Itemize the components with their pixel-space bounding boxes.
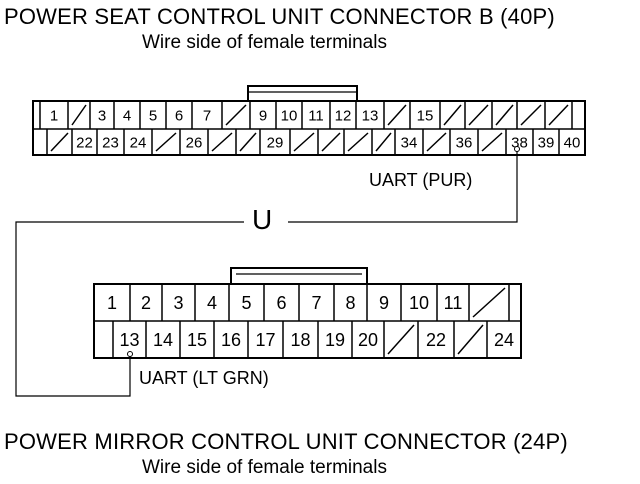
- connector-b-row2-terminal-24: 24: [130, 134, 147, 151]
- connector-mirror-row1-terminal-9: 9: [379, 293, 389, 313]
- connector-b-row1-terminal-9: 9: [259, 107, 267, 124]
- connector-b-row2-empty-cavity: [426, 132, 447, 152]
- connector-b-row1-terminal-6: 6: [175, 107, 183, 124]
- connector-b-row1-empty-cavity: [225, 104, 247, 126]
- connector-b-row1-terminal-7: 7: [203, 107, 211, 124]
- connector-b-row1-terminal-1: 1: [50, 107, 58, 124]
- connector-mirror-row2-terminal-19: 19: [325, 330, 345, 350]
- connector-b-row2-empty-cavity: [375, 132, 392, 152]
- connector-b-row1-terminal-5: 5: [149, 107, 157, 124]
- connector-b-row2-terminal-39: 39: [538, 134, 555, 151]
- connector-mirror-row1-terminal-11: 11: [444, 293, 463, 313]
- connector-b-row2-empty-cavity: [321, 132, 341, 152]
- connector-b-row1-empty-cavity: [520, 104, 542, 126]
- connector-b-row1-empty-cavity: [443, 104, 462, 126]
- connector-mirror-row2-terminal-16: 16: [221, 330, 241, 350]
- connector-b-row1-empty-cavity: [71, 104, 87, 126]
- wire-lt-grn: [15, 221, 244, 397]
- connector-mirror: 1 2 3 4 5 6 7 8 9 10 11 13 14 15 16 17 18 19 20 22 24: [93, 267, 522, 359]
- connector-b-row1-terminal-11: 11: [308, 107, 324, 124]
- wire-label-lt-grn: UART (LT GRN): [139, 368, 269, 388]
- connector-mirror-row2-terminal-17: 17: [255, 330, 275, 350]
- wires: [15, 146, 520, 397]
- connector-mirror-row2-terminal-20: 20: [358, 330, 378, 350]
- wire-pur: [288, 149, 518, 223]
- connector-b-row2-terminal-29: 29: [267, 134, 284, 151]
- connector-b-title: POWER SEAT CONTROL UNIT CONNECTOR B (40P…: [4, 4, 555, 29]
- junction-symbol: U: [252, 204, 273, 235]
- connector-mirror-row2-empty-cavity: [457, 324, 484, 355]
- connector-mirror-row1-terminal-8: 8: [345, 293, 355, 313]
- connector-b-row2-empty-cavity: [293, 132, 315, 152]
- connector-b-row1-terminal-15: 15: [417, 107, 434, 124]
- connector-mirror-row2-terminal-18: 18: [290, 330, 310, 350]
- connector-b-row1-terminal-10: 10: [281, 107, 298, 124]
- connector-mirror-row1-terminal-10: 10: [409, 293, 429, 313]
- connector-b-body: [32, 100, 586, 156]
- connector-b-row2-terminal-34: 34: [401, 134, 418, 151]
- connector-mirror-row2-terminal-15: 15: [187, 330, 207, 350]
- connector-mirror-row2-empty-cavity: [387, 324, 415, 355]
- wire-terminal-point-38: [514, 146, 520, 152]
- connector-mirror-row2-terminal-22: 22: [426, 330, 446, 350]
- connector-b-row2-terminal-40: 40: [564, 134, 581, 151]
- connector-b-row1-terminal-12: 12: [335, 107, 352, 124]
- connector-b-row1-empty-cavity: [387, 104, 407, 126]
- connector-mirror-row2-terminal-24: 24: [494, 330, 514, 350]
- connector-b-row1-terminal-4: 4: [123, 107, 131, 124]
- connector-b-row1-terminal-3: 3: [98, 107, 106, 124]
- connector-mirror-row1-empty-cavity: [472, 287, 506, 318]
- connector-mirror-subtitle: Wire side of female terminals: [142, 457, 387, 478]
- connector-mirror-row2-terminal-13: 13: [119, 330, 139, 350]
- connector-mirror-latch: [230, 267, 368, 284]
- wire-label-pur: UART (PUR): [369, 170, 473, 190]
- connector-mirror-row1-terminal-7: 7: [311, 293, 321, 313]
- connector-mirror-row2-terminal-14: 14: [153, 330, 173, 350]
- connector-b-latch: [247, 85, 358, 101]
- connector-mirror-row1-terminal-5: 5: [241, 293, 251, 313]
- connector-b-subtitle: Wire side of female terminals: [142, 32, 387, 53]
- connector-b-row2-terminal-23: 23: [102, 134, 119, 151]
- connector-mirror-row1-terminal-3: 3: [173, 293, 183, 313]
- connector-b-row2-terminal-22: 22: [76, 134, 93, 151]
- connector-b-row2-empty-cavity: [211, 132, 233, 152]
- connector-mirror-row1-terminal-1: 1: [107, 293, 117, 313]
- connector-b-row1-empty-cavity: [495, 104, 514, 126]
- connector-b-row2-empty-cavity: [481, 132, 503, 152]
- connector-b-row1-empty-cavity: [468, 104, 489, 126]
- connector-mirror-row1-terminal-4: 4: [207, 293, 217, 313]
- wire-terminal-point-13: [127, 351, 133, 357]
- connector-b-row2-terminal-26: 26: [186, 134, 203, 151]
- connector-mirror-row1-terminal-2: 2: [141, 293, 151, 313]
- connector-b-row2-empty-cavity: [155, 132, 177, 152]
- connector-b-row1-terminal-13: 13: [362, 107, 379, 124]
- connector-b-row2-terminal-36: 36: [456, 134, 473, 151]
- connector-b-row2-empty-cavity: [50, 132, 69, 152]
- connector-mirror-title: POWER MIRROR CONTROL UNIT CONNECTOR (24P…: [4, 429, 568, 454]
- connector-b-row1-empty-cavity: [548, 104, 569, 126]
- connector-b-row2-empty-cavity: [239, 132, 257, 152]
- connector-b-row2-empty-cavity: [347, 132, 369, 152]
- connector-mirror-row1-terminal-6: 6: [276, 293, 286, 313]
